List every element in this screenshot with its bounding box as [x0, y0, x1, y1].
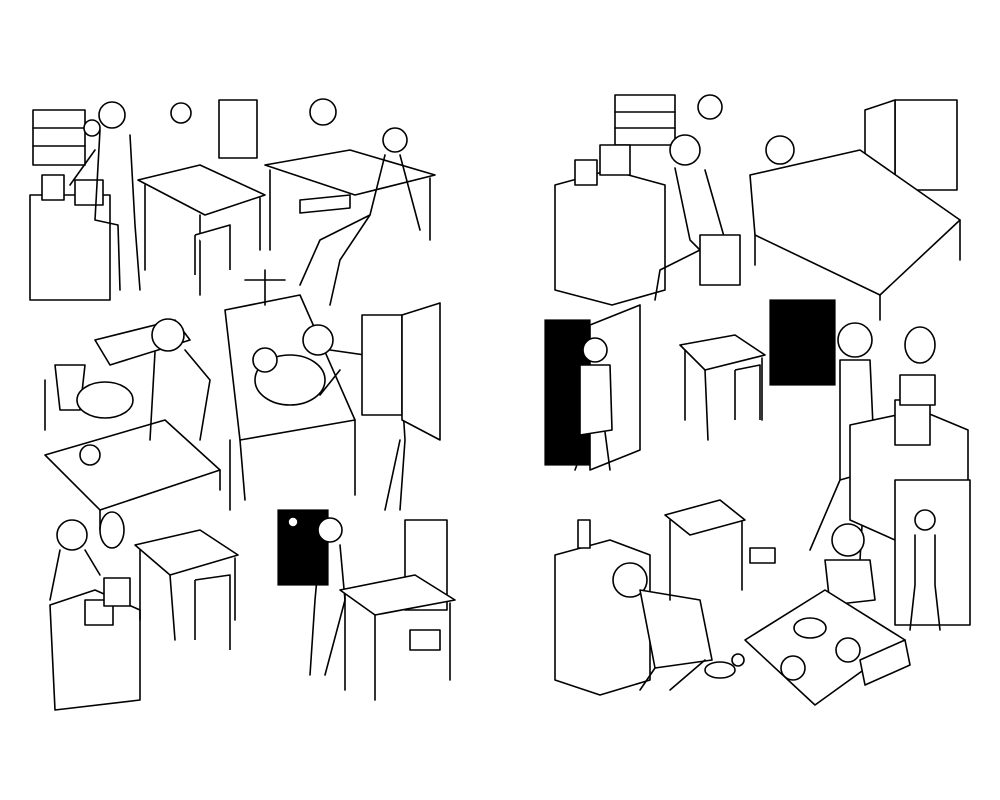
father-figure [69, 101, 141, 291]
breakfast-table [134, 529, 239, 650]
door [361, 302, 441, 441]
father-eating-figure [654, 134, 741, 301]
left-page [29, 98, 456, 711]
clock-icon [170, 102, 192, 124]
spice-shelf [32, 109, 86, 166]
dark-bedroom-door [769, 299, 836, 386]
bathroom-door-with-man [894, 479, 971, 631]
father-with-mirror [49, 511, 125, 601]
father-at-crib [302, 324, 406, 511]
dining-table [137, 164, 266, 296]
window [218, 99, 258, 159]
small-table [679, 334, 766, 441]
side-table [339, 574, 456, 701]
stove-counter [49, 577, 141, 711]
bed [749, 135, 961, 321]
spice-shelf [614, 94, 676, 146]
front-door-open [544, 304, 641, 471]
table-with-father-and-baby [264, 127, 436, 306]
clock-icon [309, 98, 337, 126]
mother-at-fridge [612, 562, 713, 691]
father-washing-figure [149, 318, 211, 441]
set-table [744, 589, 911, 706]
cat [704, 653, 745, 679]
fridge [554, 519, 651, 696]
clock-icon [697, 94, 723, 120]
changing-table [44, 381, 221, 531]
right-page [544, 94, 971, 706]
kitchen-counter [29, 174, 111, 301]
breakfast-table-right [664, 499, 776, 601]
woman-at-table [824, 523, 876, 606]
crib [224, 269, 356, 511]
person-at-window [309, 517, 346, 676]
stove [554, 144, 666, 306]
